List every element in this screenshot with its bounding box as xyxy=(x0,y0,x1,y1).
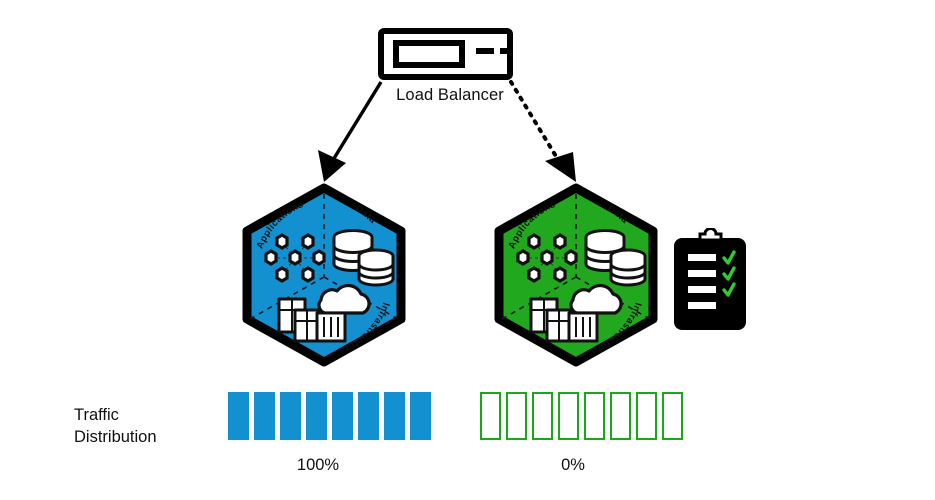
validation-checklist[interactable] xyxy=(672,227,748,332)
traffic-bar-segment xyxy=(306,392,327,440)
server-cloud-icon-green xyxy=(529,283,623,343)
traffic-bar-segment xyxy=(254,392,275,440)
environment-hexagon-blue: Applications Data Infrastructure xyxy=(242,183,406,367)
traffic-bar-segment xyxy=(358,392,379,440)
blue-environment[interactable]: Applications Data Infrastructure xyxy=(235,180,413,370)
environment-hexagon-green: Applications Data Infrastructure xyxy=(494,183,658,367)
clipboard-icon xyxy=(674,227,746,330)
traffic-bar-segment xyxy=(506,392,527,440)
traffic-bar-segment xyxy=(532,392,553,440)
server-icon xyxy=(378,28,513,80)
database-stack-icon-green xyxy=(584,229,647,287)
traffic-percent-green: 0% xyxy=(561,456,585,474)
traffic-bar-segment xyxy=(584,392,605,440)
load-balancer-node[interactable] xyxy=(378,28,513,80)
load-balancer-label: Load Balancer xyxy=(396,86,504,104)
traffic-bar-segment xyxy=(228,392,249,440)
traffic-bars-green xyxy=(480,392,683,440)
traffic-bar-segment xyxy=(558,392,579,440)
traffic-label-line1: Traffic xyxy=(74,406,119,424)
traffic-distribution-label: Traffic Distribution xyxy=(74,404,224,448)
checkmark-group xyxy=(722,250,736,297)
traffic-percent-blue: 100% xyxy=(296,456,340,474)
traffic-bar-segment xyxy=(332,392,353,440)
traffic-bar-segment xyxy=(280,392,301,440)
server-cloud-icon-blue xyxy=(277,283,371,343)
traffic-bar-segment xyxy=(410,392,431,440)
traffic-bar-segment xyxy=(636,392,657,440)
hexagon-cluster-icon-blue xyxy=(264,233,326,283)
traffic-bar-segment xyxy=(384,392,405,440)
hexagon-cluster-icon-green xyxy=(516,233,578,283)
traffic-bar-segment xyxy=(610,392,631,440)
database-stack-icon-blue xyxy=(332,229,395,287)
green-environment[interactable]: Applications Data Infrastructure xyxy=(487,180,665,370)
traffic-bar-segment xyxy=(480,392,501,440)
traffic-label-line2: Distribution xyxy=(74,428,157,446)
traffic-bars-blue xyxy=(228,392,431,440)
traffic-bar-segment xyxy=(662,392,683,440)
